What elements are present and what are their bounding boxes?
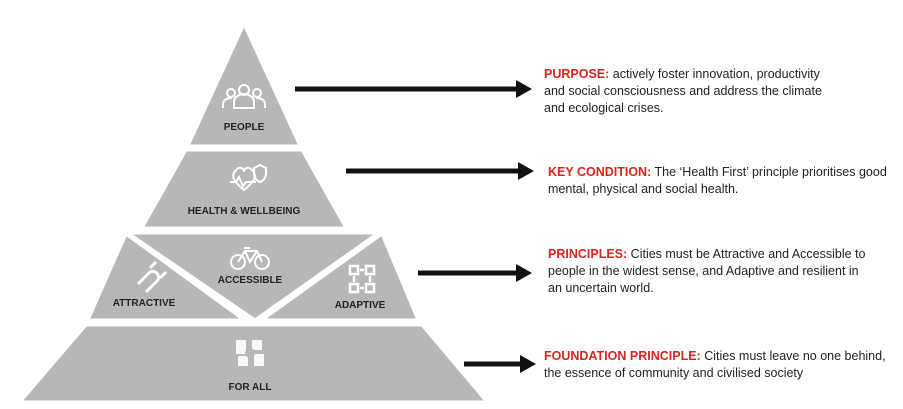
key-condition-line-1: The ‘Health First’ principle prioritises…	[651, 165, 887, 179]
principles-heading: PRINCIPLES:	[548, 247, 628, 261]
foundation-line-1: Cities must leave no one behind,	[700, 349, 886, 363]
foundation-line-2: the essence of community and civilised s…	[544, 366, 804, 380]
principles-line-1: Cities must be Attractive and Accessible…	[627, 247, 866, 261]
description-key-condition: KEY CONDITION: The ‘Health First’ princi…	[548, 164, 887, 198]
tier-label-health: HEALTH & WELLBEING	[188, 206, 301, 217]
key-condition-line-2: mental, physical and social health.	[548, 182, 739, 196]
purpose-line-3: and ecological crises.	[544, 101, 664, 115]
key-condition-heading: KEY CONDITION:	[548, 165, 652, 179]
foundation-heading: FOUNDATION PRINCIPLE:	[544, 349, 701, 363]
description-purpose: PURPOSE: actively foster innovation, pro…	[544, 66, 822, 117]
tier-label-people: PEOPLE	[224, 122, 265, 133]
magnet-icon	[136, 260, 168, 294]
people-icon	[221, 84, 267, 109]
tier-adaptive	[257, 231, 421, 322]
adaptive-cycle-icon	[348, 264, 376, 294]
principles-line-2: people in the widest sense, and Adaptive…	[548, 264, 859, 278]
joined-hands-icon	[236, 340, 264, 366]
tier-attractive	[85, 231, 249, 322]
tier-label-adaptive: ADAPTIVE	[335, 300, 386, 311]
tier-label-attractive: ATTRACTIVE	[113, 298, 176, 309]
arrow-purpose	[295, 80, 532, 98]
purpose-line-2: and social consciousness and address the…	[544, 84, 822, 98]
description-principles: PRINCIPLES: Cities must be Attractive an…	[548, 246, 866, 297]
heart-shield-icon	[230, 163, 267, 192]
principles-line-3: an uncertain world.	[548, 281, 654, 295]
description-foundation: FOUNDATION PRINCIPLE: Cities must leave …	[544, 348, 886, 382]
tier-label-accessible: ACCESSIBLE	[218, 275, 283, 286]
tier-label-for-all: FOR ALL	[229, 382, 272, 393]
purpose-heading: PURPOSE:	[544, 67, 610, 81]
tier-for-all	[16, 323, 491, 404]
tier-accessible	[123, 231, 383, 322]
arrow-principles	[418, 264, 532, 282]
arrow-key-condition	[346, 162, 534, 180]
bicycle-icon	[230, 247, 270, 270]
arrow-foundation	[464, 355, 536, 373]
purpose-line-1: actively foster innovation, productivity	[609, 67, 820, 81]
